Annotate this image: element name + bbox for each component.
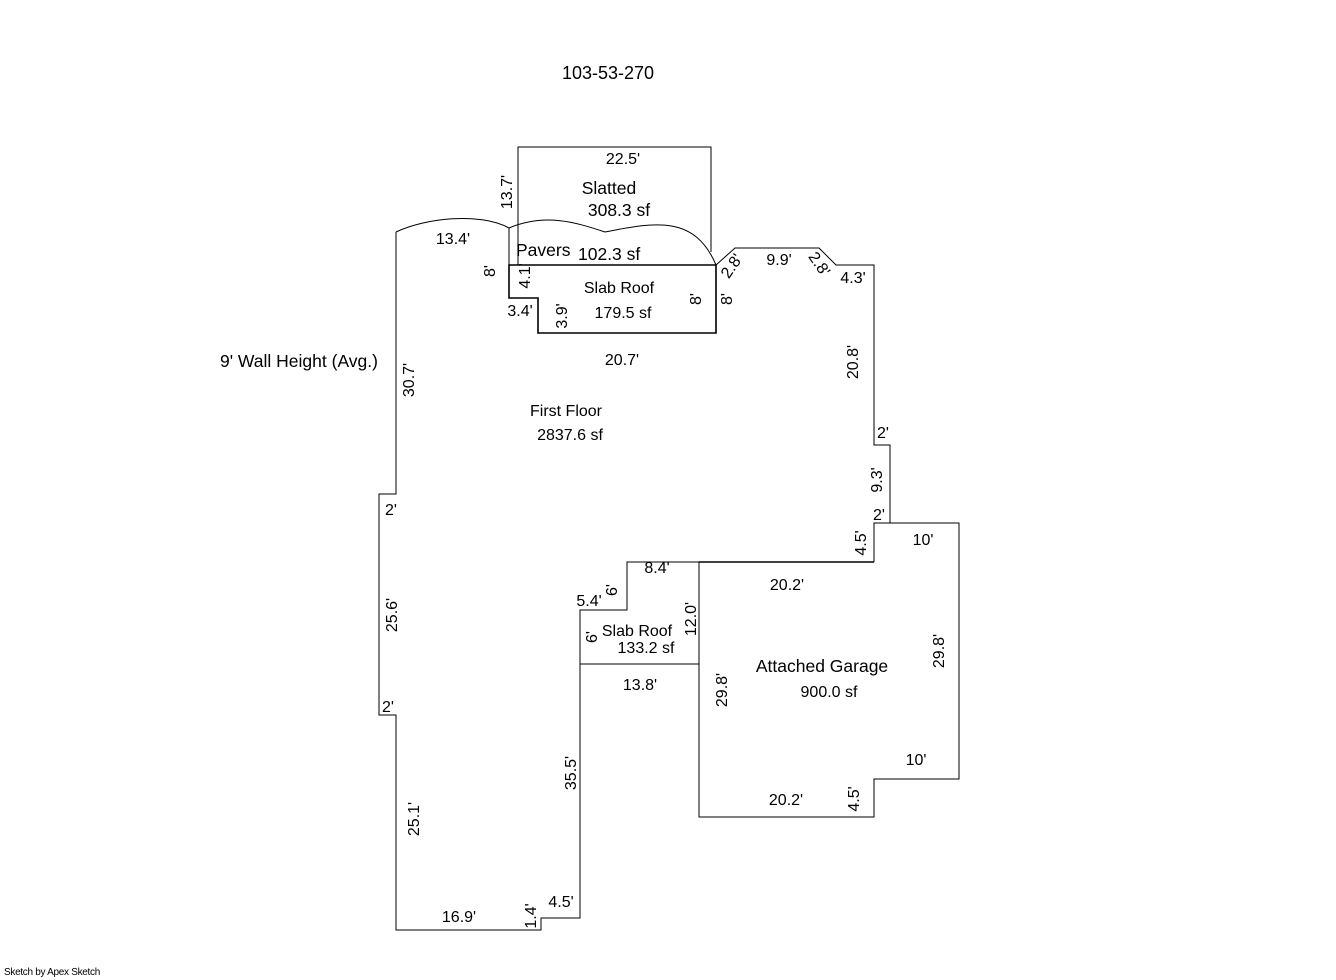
slatted-outline <box>517 146 712 265</box>
garage-outline <box>698 522 960 818</box>
dim-slab2-right: 12.0' <box>683 602 700 636</box>
dim-garage-bottom-right: 10' <box>906 752 927 769</box>
dim-slatted-top: 22.5' <box>606 151 640 168</box>
slatted-area: 308.3 sf <box>588 200 650 220</box>
dim-angle-right: 2.8' <box>804 249 832 279</box>
dim-garage-bottom: 20.2' <box>769 792 803 809</box>
dim-garage-bottom-notch: 4.5' <box>846 786 863 811</box>
dim-slab2-step: 5.4' <box>576 593 601 610</box>
dim-left-mid: 25.6' <box>384 598 401 632</box>
dim-right-step-1: 2' <box>877 425 889 442</box>
dim-garage-right: 29.8' <box>931 634 948 668</box>
dim-pavers-left: 8' <box>482 265 499 277</box>
dim-garage-left: 29.8' <box>714 673 731 707</box>
slab-roof-top-outline <box>508 264 717 334</box>
dim-right-mid: 9.3' <box>869 467 886 492</box>
dim-slab2-bottom: 13.8' <box>623 677 657 694</box>
dim-ff-top-left: 13.4' <box>436 231 470 248</box>
dim-slab2-top: 8.4' <box>644 560 669 577</box>
dim-slab-right-inner: 8' <box>688 293 705 305</box>
dim-left-upper: 30.7' <box>401 363 418 397</box>
dim-left-lower: 25.1' <box>406 802 423 836</box>
slatted-name: Slatted <box>582 178 636 198</box>
dim-garage-top: 20.2' <box>770 577 804 594</box>
dim-bottom-notch-horz: 4.5' <box>548 894 573 911</box>
dim-right-lower: 4.5' <box>853 530 870 555</box>
dim-slab-left-small: 4.1' <box>517 263 534 288</box>
pavers-area: 102.3 sf <box>578 244 640 264</box>
dim-right-upper: 20.8' <box>845 345 862 379</box>
dim-left-step-2: 2' <box>382 699 394 716</box>
dim-bottom-notch-vert: 1.4' <box>523 903 540 928</box>
slab-roof-bottom-name: Slab Roof <box>602 623 673 640</box>
dim-slab2-left: 6' <box>584 631 601 643</box>
slab-roof-top-area: 179.5 sf <box>595 305 652 322</box>
pavers-curve <box>395 218 717 266</box>
wall-height-note: 9' Wall Height (Avg.) <box>220 351 378 371</box>
first-floor-name: First Floor <box>530 403 603 420</box>
parcel-id: 103-53-270 <box>562 63 654 83</box>
dim-slab-right-outer: 8' <box>719 293 736 305</box>
garage-name: Attached Garage <box>756 656 888 676</box>
garage-area: 900.0 sf <box>801 684 858 701</box>
dim-inner-left-long: 35.5' <box>563 756 580 790</box>
dim-bottom-left: 16.9' <box>442 909 476 926</box>
dim-slatted-left: 13.7' <box>499 175 516 209</box>
dim-slab2-top-left-vert: 6' <box>604 584 621 596</box>
slab-roof-top-name: Slab Roof <box>584 280 655 297</box>
slab-roof-bottom-area: 133.2 sf <box>618 640 675 657</box>
dim-angle-left: 2.8' <box>718 251 746 281</box>
dim-slab-step: 3.4' <box>507 303 532 320</box>
dim-top-right: 9.9' <box>766 252 791 269</box>
first-floor-area: 2837.6 sf <box>537 427 603 444</box>
dim-right-jog: 4.3' <box>840 270 865 287</box>
pavers-name: Pavers <box>516 240 571 260</box>
dim-left-step-1: 2' <box>385 502 397 519</box>
dim-right-step-2: 2' <box>873 507 885 524</box>
dim-garage-top-right: 10' <box>913 532 934 549</box>
dim-slab-bottom: 20.7' <box>605 352 639 369</box>
sketch-credit: Sketch by Apex Sketch <box>4 967 100 978</box>
dim-slab-left-lower: 3.9' <box>554 303 571 328</box>
